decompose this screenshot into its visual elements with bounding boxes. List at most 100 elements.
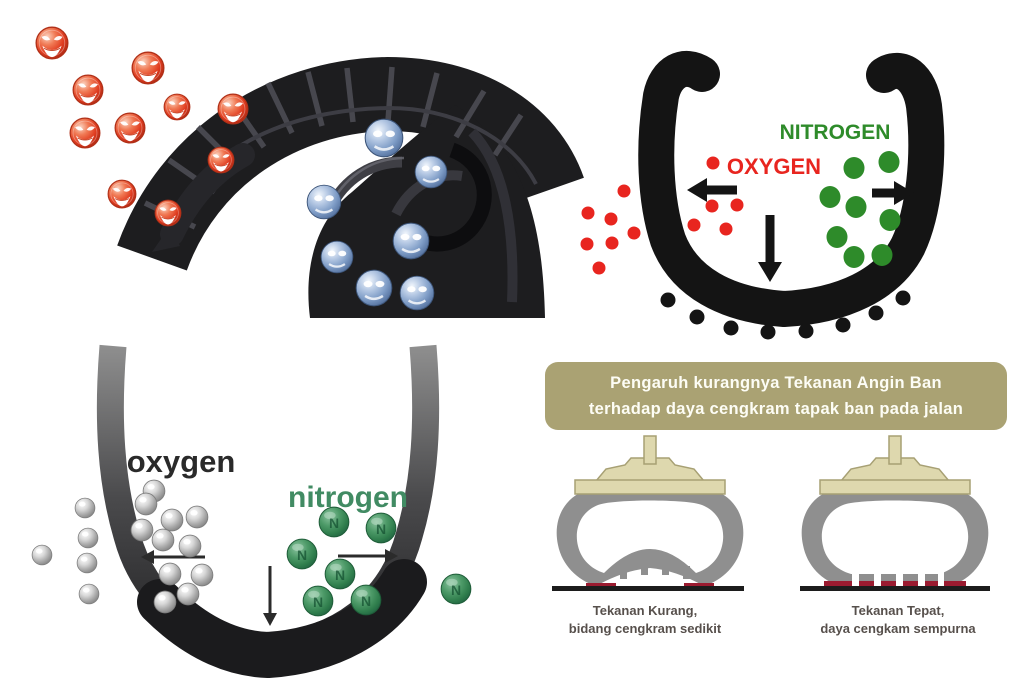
oxygen-dot-outside bbox=[617, 184, 631, 198]
oxygen-molecule-outside bbox=[78, 583, 100, 605]
rim-bar bbox=[819, 479, 971, 495]
nitrogen-molecule bbox=[414, 155, 448, 189]
underinflated-tire-air-chamber bbox=[576, 500, 724, 573]
panel-membrane-diagram: OXYGEN NITROGEN bbox=[580, 51, 945, 340]
oxygen-molecule-inside bbox=[160, 508, 184, 532]
nitrogen-molecule-inside bbox=[302, 585, 334, 617]
oxygen-dot-inside bbox=[705, 199, 719, 213]
oxygen-molecule-inside bbox=[134, 492, 158, 516]
underinflated-caption-line1: Tekanan Kurang, bbox=[592, 603, 698, 618]
inflated-tread-ribs bbox=[852, 570, 944, 586]
oxygen-molecule bbox=[35, 26, 69, 60]
oxygen-dot-inside bbox=[687, 218, 701, 232]
nitrogen-molecule-inside bbox=[324, 558, 356, 590]
oxygen-molecule-inside bbox=[178, 534, 202, 558]
nitrogen-molecule bbox=[399, 275, 435, 311]
underinflated-caption: Tekanan Kurang, bidang cengkram sedikit bbox=[545, 602, 745, 637]
road-line-right bbox=[800, 586, 990, 591]
flow-arrow bbox=[141, 550, 205, 564]
rim-bar bbox=[574, 479, 726, 495]
membrane-oxygen-dots-group bbox=[580, 156, 744, 275]
nitrogen-label: NITROGEN bbox=[780, 121, 891, 144]
contact-patch-left-edge bbox=[586, 583, 616, 588]
nitrogen-molecule-inside bbox=[350, 584, 382, 616]
tire-cross-section-tread-band bbox=[137, 559, 427, 679]
oxygen-molecule-outside bbox=[31, 544, 53, 566]
oxygen-dot-outside bbox=[605, 236, 619, 250]
oxygen-dot-outside bbox=[592, 261, 606, 275]
flow-arrow bbox=[687, 178, 737, 202]
oxygen-molecule bbox=[131, 51, 165, 85]
oxygen-molecule-outside bbox=[77, 527, 99, 549]
nitrogen-dot bbox=[826, 226, 848, 248]
oxygen-dot-inside bbox=[730, 198, 744, 212]
flow-arrow bbox=[758, 215, 782, 282]
rim-stem bbox=[643, 435, 657, 465]
nitrogen-molecule bbox=[354, 268, 394, 308]
nitrogen-dot bbox=[845, 196, 867, 218]
oxygen-molecule bbox=[72, 74, 104, 106]
inner-sidewall-ring bbox=[468, 128, 518, 303]
nitrogen-dot bbox=[871, 244, 893, 266]
oxygen-label-lowercase: oxygen bbox=[127, 444, 236, 479]
banner-title-line2: terhadap daya cengkram tapak ban pada ja… bbox=[588, 400, 964, 419]
underinflated-tire bbox=[552, 435, 744, 591]
inflated-tire-air-chamber bbox=[821, 500, 969, 574]
rim-platform bbox=[594, 457, 706, 482]
flow-arrow bbox=[263, 566, 277, 626]
oxygen-dot-outside bbox=[604, 212, 618, 226]
panel-permeation-diagram: oxygen nitrogen bbox=[31, 344, 472, 679]
nitrogen-molecule bbox=[320, 240, 354, 274]
oxygen-molecule-inside bbox=[185, 505, 209, 529]
nitrogen-label-lowercase: nitrogen bbox=[288, 481, 408, 514]
flow-arrow bbox=[872, 181, 914, 205]
inflated-caption: Tekanan Tepat, daya cengkam sempurna bbox=[798, 602, 998, 637]
nitrogen-dot bbox=[878, 151, 900, 173]
tire-bead-tip bbox=[152, 226, 180, 252]
rim-stem bbox=[888, 435, 902, 465]
oxygen-molecule bbox=[107, 179, 137, 209]
oxygen-molecule-inside bbox=[190, 563, 214, 587]
oxygen-dot-outside bbox=[581, 206, 595, 220]
nitrogen-dot bbox=[843, 246, 865, 268]
oxygen-molecule-inside bbox=[153, 590, 177, 614]
tread-bumps bbox=[660, 290, 911, 340]
nitrogen-molecule-outside bbox=[440, 573, 472, 605]
inner-liner-hook-fold bbox=[416, 142, 492, 252]
nitrogen-molecule bbox=[306, 184, 342, 220]
oxygen-dot-inside bbox=[719, 222, 733, 236]
oxygen-molecule-inside bbox=[176, 582, 200, 606]
nitrogen-molecule-inside bbox=[286, 538, 318, 570]
oxygen-dot-inside bbox=[706, 156, 720, 170]
oxygen-molecule-outside bbox=[76, 552, 98, 574]
road-line-left bbox=[552, 586, 744, 591]
contact-patch-right-edge bbox=[684, 583, 714, 588]
oxygen-label: OXYGEN bbox=[727, 154, 821, 179]
nitrogen-molecule bbox=[363, 117, 405, 159]
banner-title-line1: Pengaruh kurangnya Tekanan Angin Ban bbox=[610, 374, 942, 392]
panel-pressure-comparison bbox=[552, 435, 990, 591]
oxygen-dot-outside bbox=[580, 237, 594, 251]
membrane-arrows-group bbox=[687, 178, 914, 282]
nitrogen-molecule bbox=[391, 221, 431, 261]
inflated-caption-line2: daya cengkam sempurna bbox=[820, 620, 976, 636]
oxygen-molecule bbox=[69, 117, 101, 149]
tire-cross-section-outline bbox=[638, 51, 945, 328]
oxygen-molecule bbox=[114, 112, 146, 144]
inflated-caption-line1: Tekanan Tepat, bbox=[851, 603, 945, 618]
oxygen-molecule bbox=[163, 93, 191, 121]
membrane-nitrogen-dots-group bbox=[819, 151, 901, 268]
pressure-banner: Pengaruh kurangnya Tekanan Angin Ban ter… bbox=[545, 362, 1007, 430]
nitrogen-dot bbox=[843, 157, 865, 179]
oxygen-molecule-inside bbox=[151, 528, 175, 552]
flow-arrow bbox=[338, 549, 398, 563]
nitrogen-molecule-inside bbox=[365, 512, 397, 544]
oxygen-molecule-outside bbox=[74, 497, 96, 519]
oxygen-molecule bbox=[207, 146, 235, 174]
oxygen-dot-outside bbox=[627, 226, 641, 240]
underinflated-caption-line2: bidang cengkram sedikit bbox=[568, 620, 722, 636]
permeation-arrows-group bbox=[141, 549, 398, 626]
permeation-nitrogen-molecules-group bbox=[286, 506, 472, 617]
